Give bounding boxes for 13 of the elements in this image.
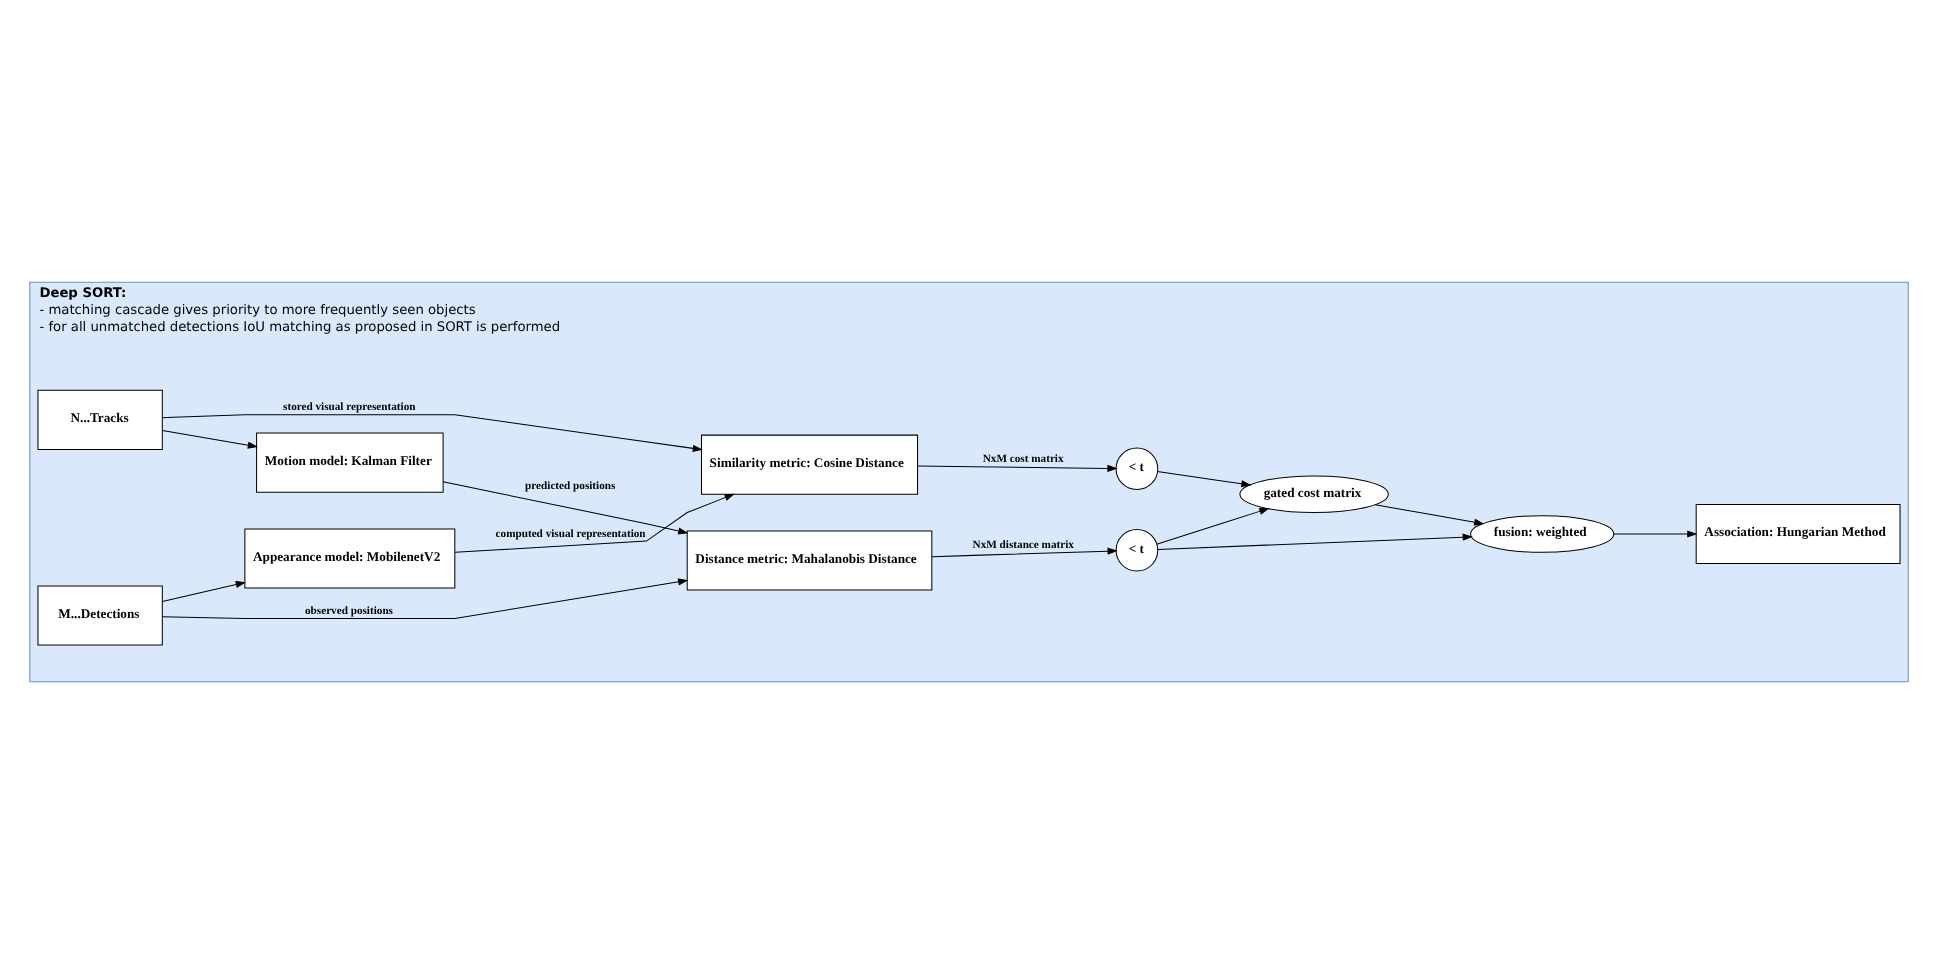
arrow <box>1613 529 1698 537</box>
arrow <box>931 546 1118 557</box>
arrow <box>162 577 689 619</box>
arrow <box>1156 470 1252 487</box>
arrow <box>161 428 258 448</box>
arrow <box>162 413 703 451</box>
arrow <box>454 492 735 552</box>
arrow <box>161 579 246 601</box>
arrow <box>917 463 1118 471</box>
arrow <box>1157 532 1473 549</box>
arrow <box>442 480 689 534</box>
arrow <box>1374 503 1485 525</box>
arrow <box>1156 506 1270 544</box>
